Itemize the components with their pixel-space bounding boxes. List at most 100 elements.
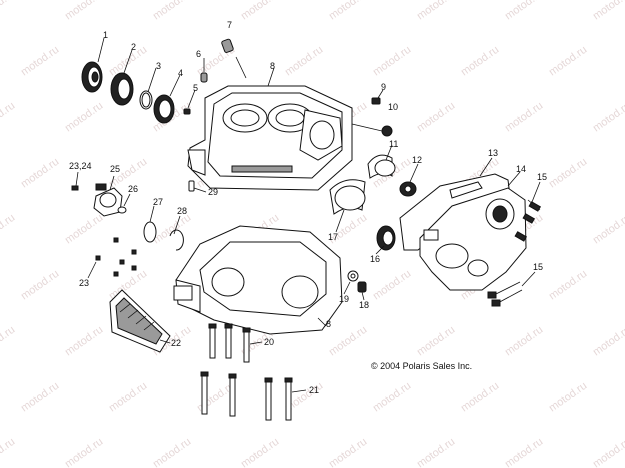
callout-11: 11 bbox=[389, 139, 399, 149]
watermark-text: motod.ru bbox=[459, 380, 501, 415]
watermark-text: motod.ru bbox=[547, 380, 589, 415]
cover-part-14 bbox=[419, 187, 527, 291]
callout-16: 16 bbox=[370, 254, 381, 264]
watermark-text: motod.ru bbox=[327, 324, 369, 359]
pin-part-7 bbox=[221, 38, 247, 79]
screen-part-22 bbox=[109, 289, 171, 353]
callout-12: 12 bbox=[412, 155, 423, 165]
watermark-text: motod.ru bbox=[327, 0, 369, 22]
callout-22: 22 bbox=[171, 338, 182, 348]
callout-9: 9 bbox=[381, 82, 387, 92]
watermark-text: motod.ru bbox=[63, 212, 105, 247]
callout-19: 19 bbox=[339, 294, 350, 304]
watermark-text: motod.ru bbox=[63, 324, 105, 359]
watermark-text: motod.ru bbox=[371, 268, 413, 303]
watermark-text: motod.ru bbox=[415, 324, 457, 359]
callout-8-upper: 8 bbox=[270, 61, 276, 71]
watermark-text: motod.ru bbox=[239, 436, 281, 468]
bearing-part-17 bbox=[329, 179, 366, 215]
watermark-text: motod.ru bbox=[239, 0, 281, 22]
callout-28: 28 bbox=[177, 206, 188, 216]
callout-3: 3 bbox=[156, 61, 162, 71]
dowel-part-5 bbox=[183, 108, 191, 115]
bearing-part-11 bbox=[367, 154, 396, 179]
washer-part-12 bbox=[399, 181, 417, 197]
watermark-text: motod.ru bbox=[151, 0, 193, 22]
watermark-text: motod.ru bbox=[547, 44, 589, 79]
callout-2: 2 bbox=[131, 42, 137, 52]
callout-5: 5 bbox=[193, 83, 199, 93]
callout-26: 26 bbox=[128, 184, 139, 194]
watermark-text: motod.ru bbox=[547, 156, 589, 191]
callout-15-bottom: 15 bbox=[533, 262, 544, 272]
watermark-text: motod.ru bbox=[0, 100, 17, 135]
pump-part-25 bbox=[93, 183, 123, 217]
ring-part-27 bbox=[143, 221, 157, 243]
bolts-part-21 bbox=[200, 371, 293, 421]
watermark-text: motod.ru bbox=[63, 100, 105, 135]
callout-1: 1 bbox=[103, 30, 109, 40]
watermark-text: motod.ru bbox=[0, 324, 17, 359]
watermark-text: motod.ru bbox=[503, 324, 545, 359]
bolts-part-20 bbox=[208, 323, 251, 363]
watermark-text: motod.ru bbox=[591, 324, 625, 359]
bearing-part-4 bbox=[153, 94, 175, 124]
watermark-text: motod.ru bbox=[415, 100, 457, 135]
watermark-text: motod.ru bbox=[19, 268, 61, 303]
copyright-notice: © 2004 Polaris Sales Inc. bbox=[371, 361, 473, 371]
watermark-text: motod.ru bbox=[371, 44, 413, 79]
pin-part-6 bbox=[200, 72, 208, 83]
watermark-text: motod.ru bbox=[371, 380, 413, 415]
callout-6: 6 bbox=[196, 49, 202, 59]
watermark-text: motod.ru bbox=[0, 436, 17, 468]
callout-4: 4 bbox=[178, 68, 184, 78]
callout-14: 14 bbox=[516, 164, 527, 174]
watermark-text: motod.ru bbox=[415, 436, 457, 468]
clip-part-28 bbox=[169, 229, 184, 251]
watermark-text: motod.ru bbox=[503, 100, 545, 135]
oring-part-26 bbox=[117, 206, 127, 214]
callout-17: 17 bbox=[328, 232, 339, 242]
callout-7: 7 bbox=[227, 20, 233, 30]
washer-part-19 bbox=[347, 270, 359, 282]
bolt-part-23-24 bbox=[71, 185, 79, 191]
lower-crankcase-part-8 bbox=[173, 225, 343, 335]
watermark-text: motod.ru bbox=[63, 0, 105, 22]
upper-crankcase-part-8 bbox=[187, 85, 353, 191]
watermark-text: motod.ru bbox=[459, 44, 501, 79]
plug-part-18 bbox=[357, 281, 367, 293]
callout-13: 13 bbox=[488, 148, 499, 158]
watermark-text: motod.ru bbox=[503, 436, 545, 468]
watermark-text: motod.ru bbox=[591, 0, 625, 22]
watermark-text: motod.ru bbox=[503, 0, 545, 22]
callout-23: 23 bbox=[79, 278, 90, 288]
watermark-text: motod.ru bbox=[107, 380, 149, 415]
callout-23-24: 23,24 bbox=[69, 161, 92, 171]
watermark-text: motod.ru bbox=[19, 380, 61, 415]
watermark-text: motod.ru bbox=[415, 0, 457, 22]
callout-21: 21 bbox=[309, 385, 320, 395]
callout-8-lower: 8 bbox=[326, 319, 332, 329]
seal-part-1 bbox=[81, 61, 103, 93]
leader-lines bbox=[75, 37, 541, 393]
ring-part-3 bbox=[139, 90, 153, 110]
watermark-text: motod.ru bbox=[19, 44, 61, 79]
small-parts bbox=[95, 237, 137, 277]
watermark-text: motod.ru bbox=[0, 0, 17, 22]
watermark-text: motod.ru bbox=[327, 436, 369, 468]
plug-part-10 bbox=[351, 123, 393, 137]
bearing-part-2 bbox=[110, 72, 134, 106]
watermark-text: motod.ru bbox=[591, 436, 625, 468]
watermark-text: motod.ru bbox=[151, 212, 193, 247]
callout-10: 10 bbox=[388, 102, 399, 112]
dowel-part-29 bbox=[188, 180, 195, 192]
watermark-text: motod.ru bbox=[591, 100, 625, 135]
watermark-text: motod.ru bbox=[283, 44, 325, 79]
watermark-text: motod.ru bbox=[547, 268, 589, 303]
seal-part-16 bbox=[376, 225, 396, 251]
callout-25: 25 bbox=[110, 164, 121, 174]
callout-15-top: 15 bbox=[537, 172, 548, 182]
watermark-text: motod.ru bbox=[591, 212, 625, 247]
